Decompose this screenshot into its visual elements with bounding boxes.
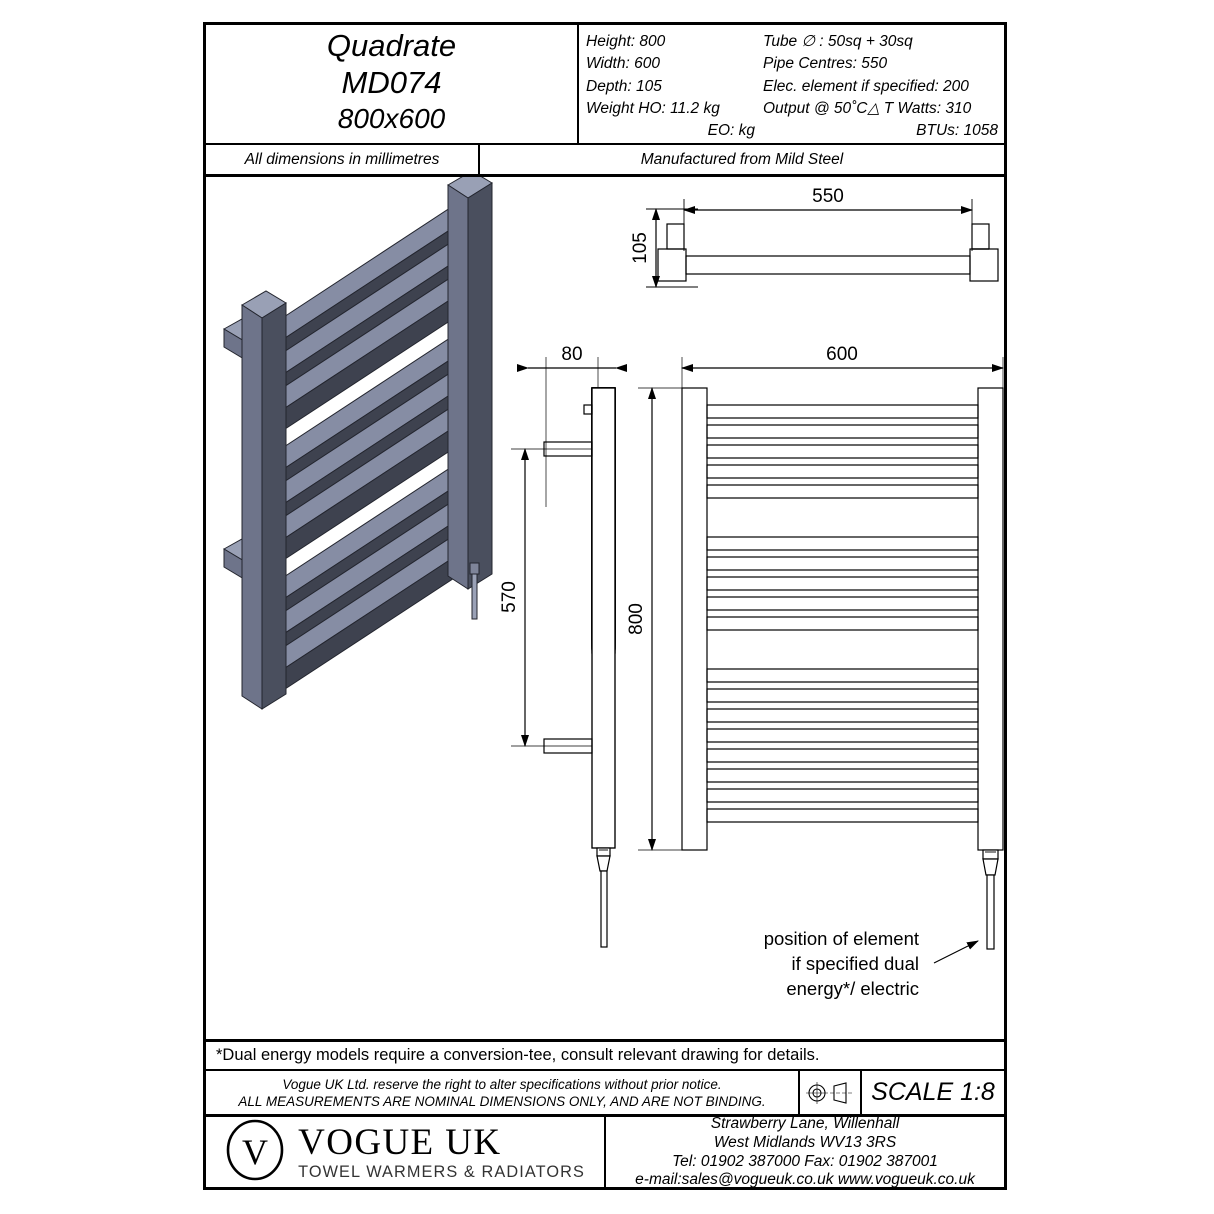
brand-name: VOGUE UK bbox=[298, 1122, 502, 1163]
footnote-text: *Dual energy models require a conversion… bbox=[216, 1046, 820, 1064]
address-line-2: West Midlands WV13 3RS bbox=[713, 1133, 897, 1151]
monogram-letter: V bbox=[242, 1132, 268, 1172]
dim-105-label: 105 bbox=[630, 232, 651, 264]
dim-600: 600 bbox=[681, 344, 1004, 392]
address-line-4: e-mail:sales@vogueuk.co.uk www.vogueuk.c… bbox=[635, 1171, 975, 1189]
front-elevation: 600 800 bbox=[626, 344, 1004, 964]
drawing-canvas: 550 105 bbox=[206, 177, 1004, 1039]
dim-550-label: 550 bbox=[812, 186, 844, 207]
front-bars bbox=[706, 404, 979, 823]
iso-element-cable bbox=[469, 562, 480, 620]
disclaimer-line-2: ALL MEASUREMENTS ARE NOMINAL DIMENSIONS … bbox=[238, 1093, 766, 1109]
specification-table: Height: 800 Width: 600 Depth: 105 Weight… bbox=[579, 25, 1004, 143]
spec-depth: Depth: 105 bbox=[586, 77, 662, 95]
logo-row: V VOGUE UK TOWEL WARMERS & RADIATORS Str… bbox=[206, 1115, 1004, 1189]
spec-width: Width: 600 bbox=[586, 55, 660, 73]
side-elevation: 80 570 bbox=[499, 344, 627, 948]
element-note-line1: position of element bbox=[764, 928, 919, 949]
model-code: MD074 bbox=[341, 65, 442, 100]
element-note-line3: energy*/ electric bbox=[786, 978, 919, 999]
element-note: position of element if specified dual en… bbox=[764, 928, 919, 999]
model-size: 800x600 bbox=[337, 103, 446, 134]
brand-tagline: TOWEL WARMERS & RADIATORS bbox=[298, 1163, 585, 1181]
company-address: Strawberry Lane, Willenhall West Midland… bbox=[606, 1115, 1004, 1189]
dim-105: 105 bbox=[630, 208, 698, 288]
units-note: All dimensions in millimetres bbox=[206, 145, 480, 174]
dim-800-label: 800 bbox=[626, 603, 647, 635]
title-block: Quadrate MD074 800x600 Height: 800 Width… bbox=[206, 25, 1004, 145]
dim-550: 550 bbox=[683, 186, 973, 251]
spec-height: Height: 800 bbox=[586, 33, 666, 50]
logo-wordmark: VOGUE UK TOWEL WARMERS & RADIATORS bbox=[298, 1123, 586, 1182]
material-note: Manufactured from Mild Steel bbox=[640, 150, 844, 168]
drawing-sheet: Quadrate MD074 800x600 Height: 800 Width… bbox=[203, 22, 1007, 1190]
iso-post-right bbox=[447, 177, 493, 590]
sub-header: All dimensions in millimetres Manufactur… bbox=[206, 145, 1004, 177]
vogue-monogram-icon: V bbox=[224, 1119, 286, 1186]
disclaimer-line-1: Vogue UK Ltd. reserve the right to alter… bbox=[282, 1076, 722, 1092]
company-logo: V VOGUE UK TOWEL WARMERS & RADIATORS bbox=[206, 1117, 606, 1188]
model-name: Quadrate bbox=[326, 28, 457, 63]
iso-rails bbox=[260, 207, 469, 694]
footnote-row: *Dual energy models require a conversion… bbox=[206, 1039, 1004, 1071]
spec-column-right: Tube ∅ : 50sq + 30sq Pipe Centres: 550 E… bbox=[761, 31, 1004, 143]
dim-80-label: 80 bbox=[561, 344, 582, 365]
address-line-3: Tel: 01902 387000 Fax: 01902 387001 bbox=[672, 1152, 938, 1170]
spec-pipe-centres: Pipe Centres: 550 bbox=[763, 55, 888, 73]
plan-view: 550 105 bbox=[630, 186, 999, 288]
disclaimer-text: Vogue UK Ltd. reserve the right to alter… bbox=[206, 1071, 800, 1114]
spec-tube: Tube ∅ : 50sq + 30sq bbox=[763, 33, 913, 50]
spec-eo: EO: kg bbox=[707, 122, 755, 140]
iso-post-left bbox=[223, 290, 287, 710]
isometric-view bbox=[223, 177, 493, 710]
spec-output-watts: Output @ 50˚C△ T Watts: 310 bbox=[763, 99, 972, 117]
spec-column-left: Height: 800 Width: 600 Depth: 105 Weight… bbox=[579, 31, 761, 143]
front-element bbox=[982, 849, 999, 950]
dim-570-label: 570 bbox=[499, 581, 520, 613]
side-element bbox=[596, 847, 611, 948]
element-note-line2: if specified dual bbox=[791, 953, 919, 974]
address-line-1: Strawberry Lane, Willenhall bbox=[710, 1115, 900, 1133]
spec-elec-element: Elec. element if specified: 200 bbox=[763, 77, 969, 95]
spec-weight-ho: Weight HO: 11.2 kg bbox=[586, 99, 720, 117]
dim-800: 800 bbox=[626, 387, 682, 851]
first-angle-projection-icon bbox=[800, 1071, 862, 1114]
disclaimer-row: Vogue UK Ltd. reserve the right to alter… bbox=[206, 1071, 1004, 1117]
spec-btus: BTUs: 1058 bbox=[916, 122, 998, 140]
dim-570: 570 bbox=[499, 448, 598, 747]
dim-600-label: 600 bbox=[826, 344, 858, 365]
model-identification: Quadrate MD074 800x600 bbox=[206, 25, 579, 143]
scale-label: SCALE 1:8 bbox=[871, 1078, 995, 1106]
